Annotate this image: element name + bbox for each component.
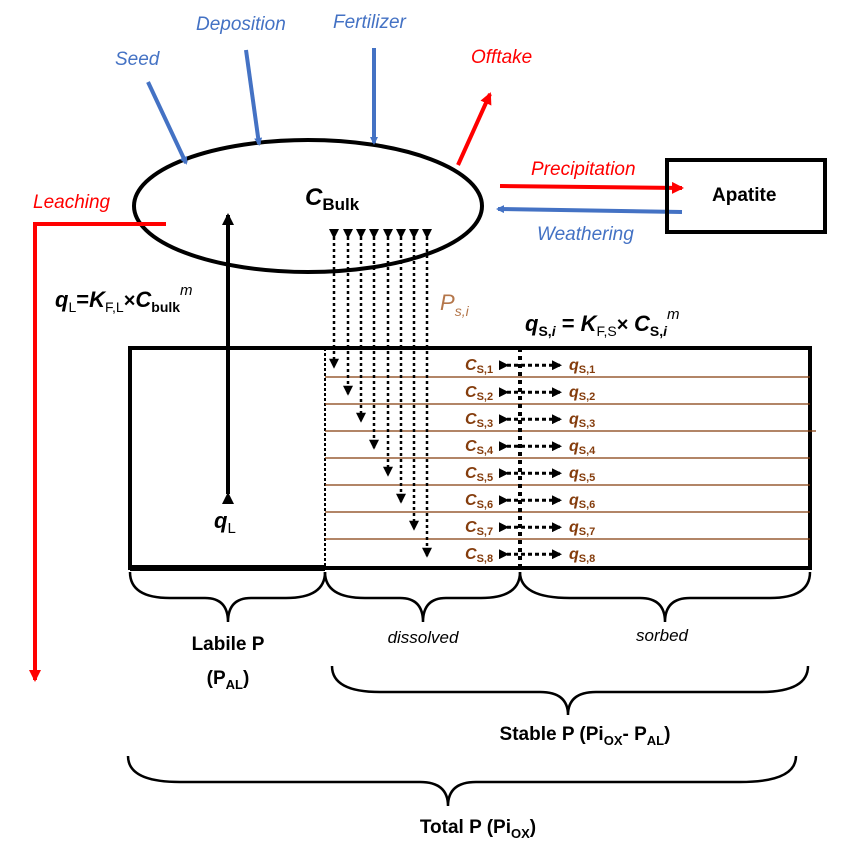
apatite-label: Apatite bbox=[712, 185, 776, 206]
labile-isotherm-equation: qL=KF,L×Cbulkm bbox=[55, 282, 193, 315]
layer-sorbed-label: qS,3 bbox=[569, 411, 595, 430]
layer-sorbed-label: qS,6 bbox=[569, 492, 595, 511]
leaching-label: Leaching bbox=[33, 192, 111, 213]
bulk-layer-exchange-arrows bbox=[329, 229, 432, 558]
layer-sorbed-label: qS,5 bbox=[569, 465, 595, 484]
deposition-arrow bbox=[244, 49, 263, 146]
leaching-arrow bbox=[29, 222, 166, 682]
seed-label: Seed bbox=[115, 49, 161, 70]
layer-concentration-label: CS,4 bbox=[465, 438, 494, 457]
fertilizer-label: Fertilizer bbox=[333, 12, 407, 33]
weathering-label: Weathering bbox=[537, 224, 634, 245]
bulk-concentration-label: CBulk bbox=[305, 184, 360, 214]
labile-p-label: Labile P bbox=[192, 634, 265, 655]
dissolved-label: dissolved bbox=[388, 628, 459, 647]
bulk-pool-ellipse bbox=[132, 138, 484, 274]
layer-sorbed-label: qS,4 bbox=[569, 438, 596, 457]
deposition-label: Deposition bbox=[196, 14, 286, 35]
layer-sorbed-label: qS,7 bbox=[569, 519, 595, 538]
weathering-arrow bbox=[496, 205, 683, 214]
apatite-box bbox=[665, 158, 827, 234]
precipitation-arrow bbox=[499, 181, 684, 194]
precipitation-label: Precipitation bbox=[531, 159, 636, 180]
layer-concentration-label: CS,6 bbox=[465, 492, 493, 511]
stable-pool-symbol: Ps,i bbox=[440, 290, 470, 319]
layer-sorbed-label: qS,2 bbox=[569, 384, 595, 403]
total-p-label: Total P (PiOX) bbox=[420, 817, 536, 841]
stable-isotherm-equation: qS,i = KF,S× CS,im bbox=[525, 306, 680, 339]
sorbed-brace bbox=[518, 571, 812, 623]
offtake-arrow bbox=[456, 92, 492, 166]
seed-arrow bbox=[146, 81, 188, 165]
layer-sorbed-label: qS,1 bbox=[569, 357, 595, 376]
layer-lines bbox=[325, 376, 816, 540]
labile-brace bbox=[128, 571, 327, 623]
stable-p-label: Stable P (PiOX- PAL) bbox=[500, 724, 671, 748]
offtake-label: Offtake bbox=[471, 47, 532, 68]
stable-brace bbox=[330, 665, 810, 716]
layer-concentration-label: CS,5 bbox=[465, 465, 493, 484]
layer-concentration-label: CS,8 bbox=[465, 546, 493, 565]
layer-concentration-label: CS,7 bbox=[465, 519, 493, 538]
labile-p-symbol: (PAL) bbox=[207, 668, 250, 692]
sorbed-label: sorbed bbox=[636, 626, 689, 645]
labile-sorbed-symbol: qL bbox=[214, 508, 236, 537]
total-brace bbox=[126, 755, 798, 807]
layer-sorbed-label: qS,8 bbox=[569, 546, 595, 565]
layer-concentration-label: CS,1 bbox=[465, 357, 493, 376]
dissolved-brace bbox=[323, 571, 522, 623]
layer-concentration-label: CS,2 bbox=[465, 384, 493, 403]
layer-concentration-label: CS,3 bbox=[465, 411, 493, 430]
layer-labels: CS,1 qS,1CS,2 qS,2CS,3 qS,3CS,4 qS,4CS,5 qS,5… bbox=[465, 357, 596, 565]
